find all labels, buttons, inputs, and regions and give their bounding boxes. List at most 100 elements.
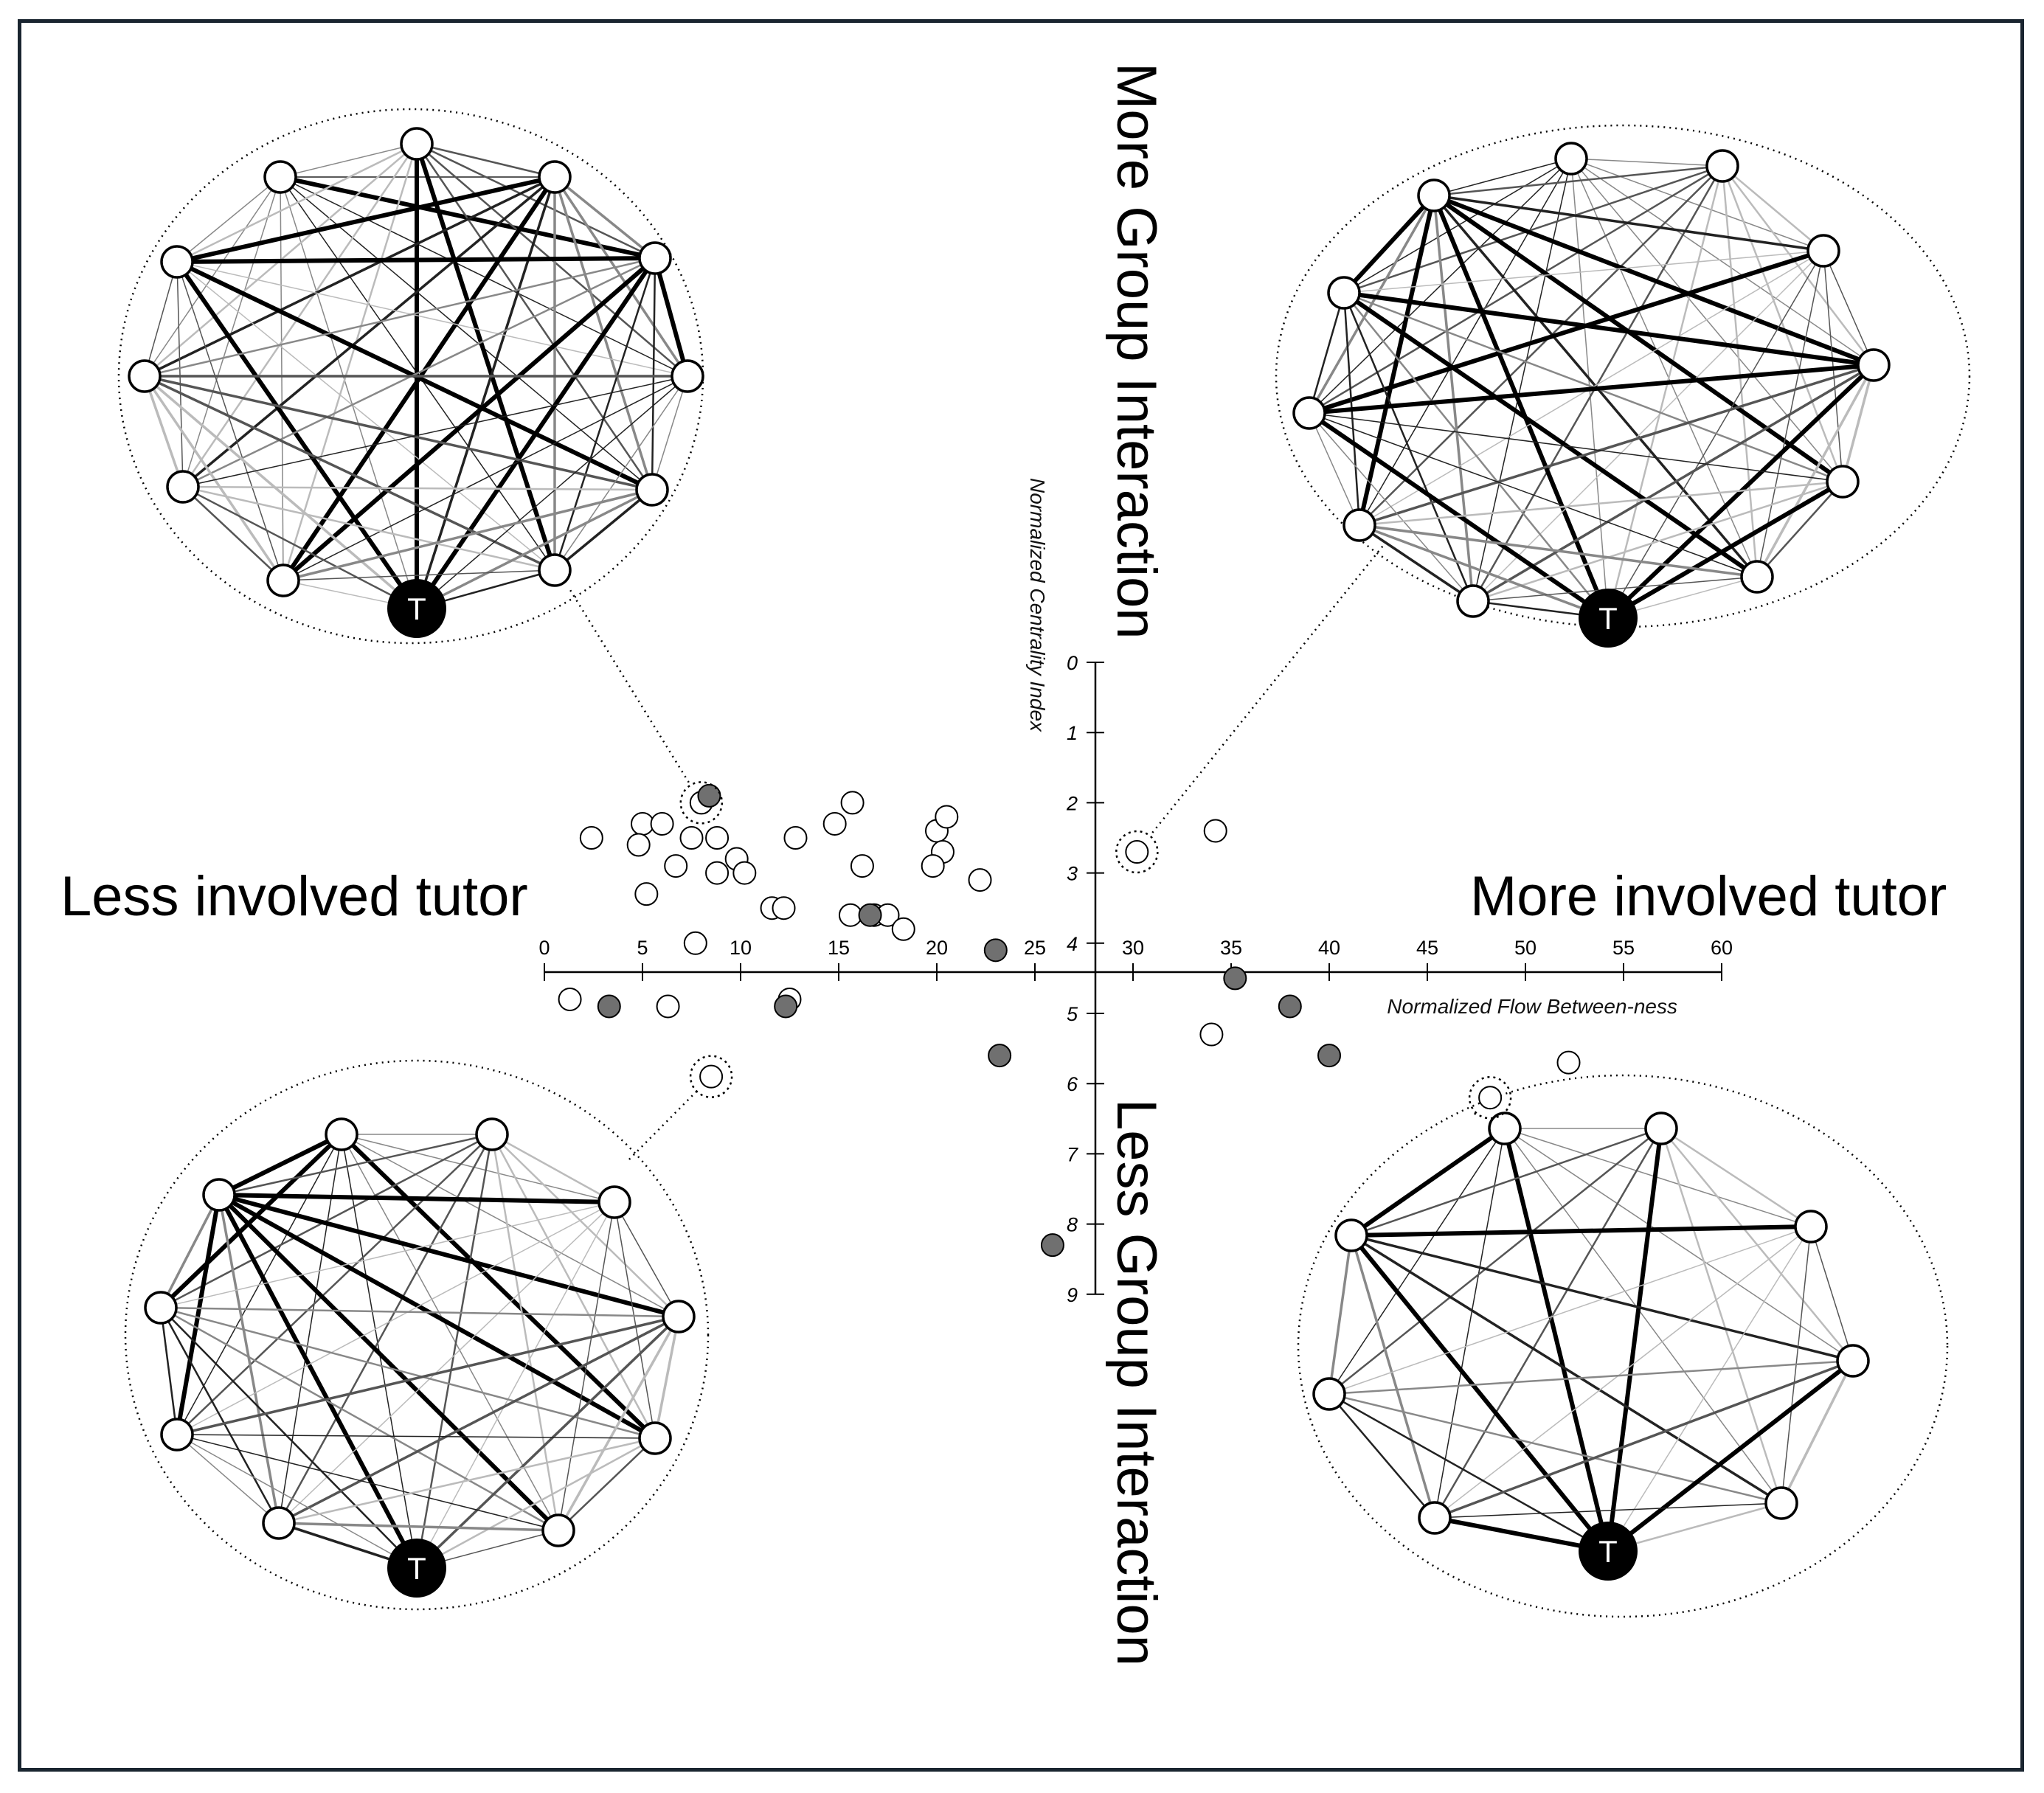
- network-edge: [416, 375, 688, 609]
- network-4: T: [1297, 1074, 1949, 1618]
- network-edge: [1433, 164, 1723, 197]
- network-edge: [1433, 158, 1572, 196]
- network-edge: [553, 176, 656, 260]
- network-3: T: [124, 1059, 710, 1611]
- network-edge: [1359, 158, 1572, 526]
- point-open: [850, 854, 874, 878]
- tutor-node-label: T: [1598, 601, 1618, 636]
- network-edge: [176, 1434, 418, 1569]
- point-open: [772, 896, 796, 920]
- network-edge: [1359, 524, 1474, 603]
- network-node: [597, 1185, 631, 1219]
- point-filled: [1040, 1233, 1064, 1258]
- network-node: [128, 359, 162, 393]
- network-edge: [283, 375, 688, 581]
- network-edge: [283, 488, 653, 582]
- network-edge: [159, 1307, 280, 1524]
- point-open: [1478, 1086, 1503, 1110]
- point-open: [656, 994, 680, 1019]
- network-edge: [1359, 524, 1609, 620]
- network-edge: [1721, 165, 1759, 578]
- network-node: [166, 470, 200, 504]
- network-node: [538, 160, 572, 194]
- network-edge: [1810, 1226, 1854, 1362]
- network-edge: [1606, 1128, 1663, 1552]
- network-edge: [176, 175, 555, 264]
- network-edge: [491, 1133, 615, 1204]
- network-edge: [176, 176, 281, 263]
- network-edge: [1359, 165, 1723, 526]
- network-edge: [1434, 1359, 1854, 1519]
- x-tick-label: 35: [1220, 937, 1242, 959]
- network-edge: [1359, 524, 1758, 578]
- network-edge: [278, 1315, 679, 1525]
- network-edge: [1342, 193, 1436, 295]
- point-open: [626, 833, 651, 857]
- network-edge: [553, 176, 689, 377]
- network-node: [202, 1178, 236, 1212]
- network-node: [1806, 234, 1840, 268]
- network-edge: [218, 1193, 656, 1440]
- network-edge: [1309, 412, 1843, 482]
- network-edge: [1434, 1226, 1812, 1519]
- network-edge: [182, 176, 281, 488]
- network-edge: [176, 261, 555, 571]
- network-edge: [176, 261, 688, 377]
- network-edge: [339, 1132, 657, 1440]
- network-edge: [341, 1134, 559, 1531]
- network-edge: [282, 143, 418, 581]
- network-edge: [1351, 1234, 1854, 1362]
- network-edge: [651, 257, 656, 490]
- network-node: [1764, 1486, 1798, 1520]
- network-edge: [181, 176, 556, 488]
- network-edge: [176, 1434, 559, 1531]
- network-edge: [341, 1134, 615, 1203]
- network-edge: [160, 1306, 679, 1318]
- network-edge: [1823, 250, 1843, 482]
- network-edge: [1351, 1224, 1812, 1238]
- network-node: [325, 1117, 358, 1151]
- network-node: [638, 1421, 672, 1455]
- point-open: [1556, 1050, 1581, 1075]
- highlight-ring: [679, 781, 724, 825]
- network-node: [1334, 1218, 1368, 1252]
- x-tick-label: 30: [1122, 937, 1144, 959]
- network-node: [160, 245, 194, 279]
- network-edge: [1607, 1359, 1854, 1553]
- network-edge: [1343, 164, 1723, 294]
- network-edge: [554, 375, 688, 571]
- network-edge: [278, 1522, 559, 1532]
- network-node: [662, 1300, 696, 1334]
- network-edge: [160, 1306, 559, 1532]
- network-edge: [1504, 1128, 1782, 1504]
- network-edge: [182, 257, 656, 488]
- network-edge: [1432, 193, 1875, 367]
- tutor-node-label: T: [407, 592, 426, 626]
- network-edge: [1570, 158, 1824, 252]
- network-edge: [1309, 412, 1360, 526]
- network-node: [266, 563, 300, 597]
- network-edge: [144, 375, 555, 572]
- x-tick-label: 5: [637, 937, 648, 959]
- network-node: [1857, 348, 1891, 382]
- network-edge: [1357, 195, 1436, 526]
- y-tick-label: 7: [1067, 1143, 1078, 1165]
- x-tick-label: 50: [1514, 937, 1537, 959]
- network-edge: [282, 256, 656, 583]
- network-edge: [144, 257, 656, 378]
- network-edge: [1343, 291, 1874, 367]
- network-edge: [1349, 1234, 1610, 1553]
- network-edge: [491, 1134, 679, 1317]
- network-edge: [1660, 1128, 1854, 1362]
- network-edge: [1343, 292, 1475, 602]
- point-open: [822, 811, 847, 836]
- network-edge: [1841, 364, 1875, 482]
- network-edge: [1434, 1128, 1506, 1519]
- network-edge: [415, 1315, 680, 1570]
- network-edge: [278, 1201, 615, 1524]
- network-edge: [160, 1306, 656, 1440]
- point-filled: [1278, 994, 1302, 1019]
- point-filled: [697, 783, 721, 808]
- network-edge: [143, 375, 184, 488]
- network-edge: [159, 1132, 344, 1310]
